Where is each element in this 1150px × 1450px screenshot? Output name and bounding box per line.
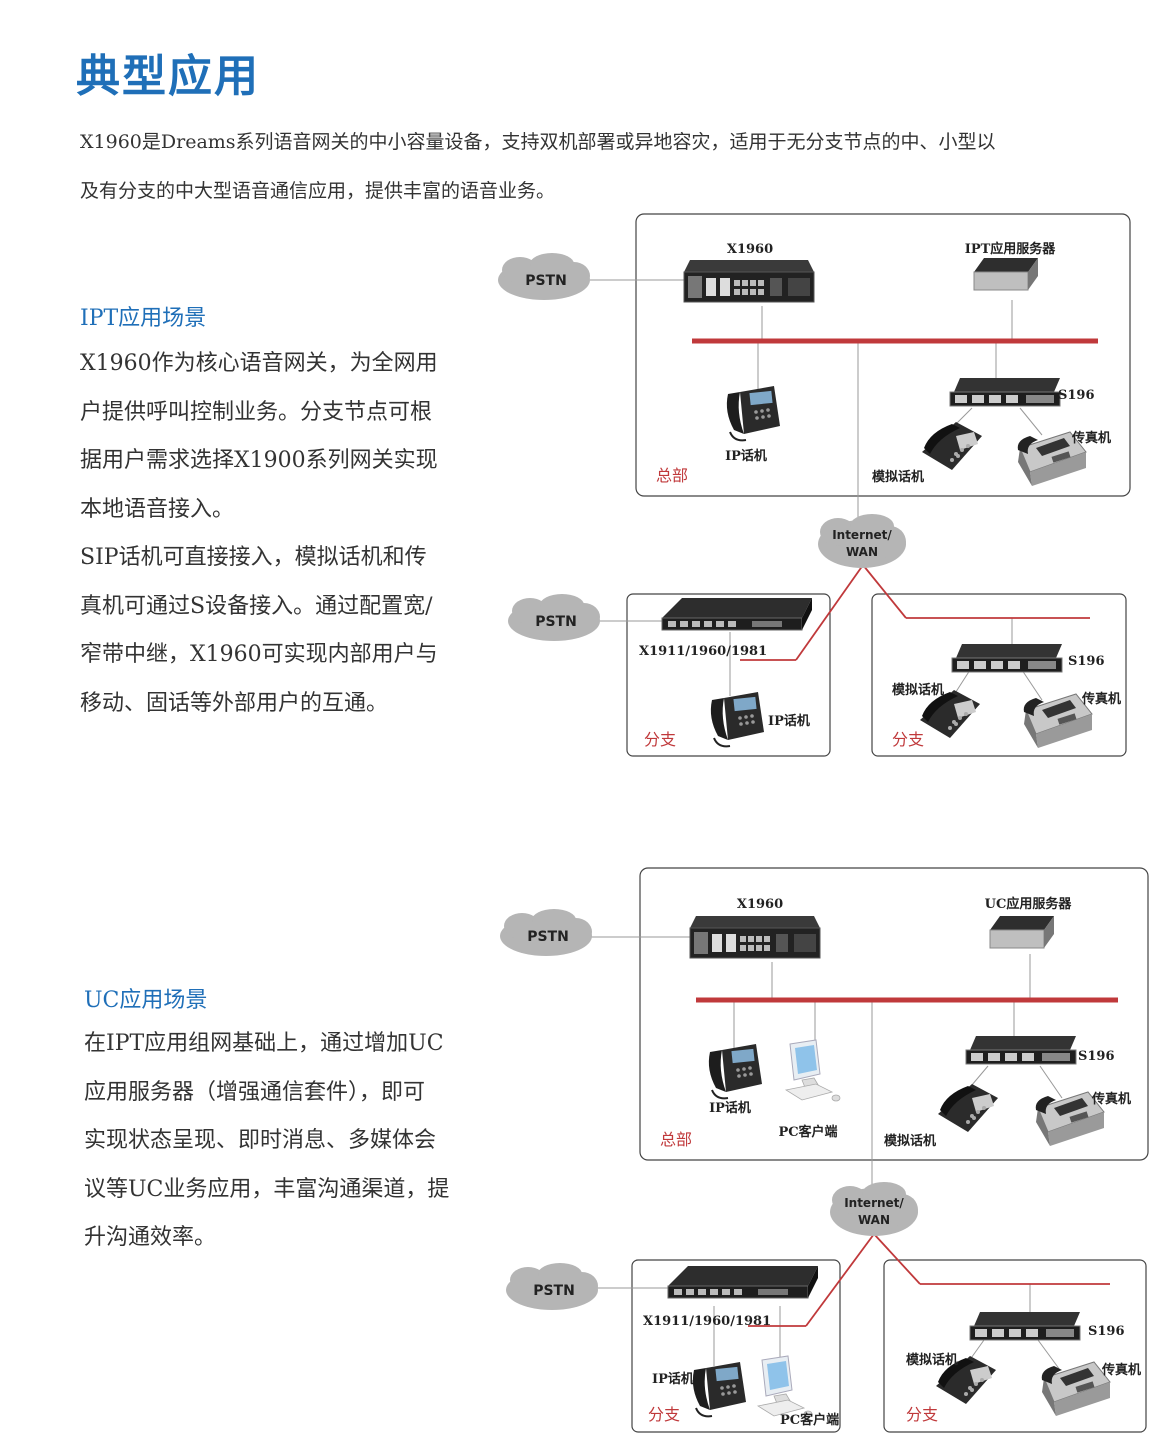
branch-gateway-label: X1911/1960/1981 xyxy=(639,644,767,659)
wan-link-branch2 xyxy=(862,564,907,619)
pc-client-label: PC客户端 xyxy=(780,1412,839,1428)
link xyxy=(1019,407,1043,436)
s196-device xyxy=(965,1035,1077,1065)
pstn-cloud: PSTN xyxy=(500,909,592,956)
wan-label: Internet/ xyxy=(832,528,892,542)
wan-link-branch1 xyxy=(805,1233,875,1327)
branch-label: 分支 xyxy=(648,1405,680,1424)
uc-line: 在IPT应用组网基础上，通过增加UC xyxy=(84,1031,444,1056)
intro-paragraph: X1960是Dreams系列语音网关的中小容量设备，支持双机部署或异地容灾，适用… xyxy=(80,118,1120,216)
ipt-section-body: X1960作为核心语音网关，为全网用 户提供呼叫控制业务。分支节点可根 据用户需… xyxy=(80,340,480,728)
page-title: 典型应用 xyxy=(76,51,260,102)
fax-label: 传真机 xyxy=(1081,691,1121,707)
ipt-line: 本地语音接入。 xyxy=(80,496,235,522)
s196-device xyxy=(951,643,1063,673)
ipt-network-diagram: PSTN PSTN Internet/ WAN X1960 IPT应用服务器 I… xyxy=(498,213,1131,757)
pstn-label: PSTN xyxy=(533,1283,575,1299)
ipt-line: 真机可通过S设备接入。通过配置宽/ xyxy=(80,593,433,619)
branch1-box xyxy=(626,593,831,757)
hq-label: 总部 xyxy=(656,466,688,485)
s196-label: S196 xyxy=(1088,1324,1125,1339)
pstn-cloud: PSTN xyxy=(506,1263,598,1310)
ipt-line: 移动、固话等外部用户的互通。 xyxy=(80,690,389,716)
intro-line: X1960是Dreams系列语音网关的中小容量设备，支持双机部署或异地容灾，适用… xyxy=(80,131,996,153)
uc-line: 实现状态呈现、即时消息、多媒体会 xyxy=(84,1128,437,1153)
intro-line: 及有分支的中大型语音通信应用，提供丰富的语音业务。 xyxy=(80,180,556,202)
wan-cloud: Internet/ WAN xyxy=(818,514,906,568)
ipt-line: 窄带中继，X1960可实现内部用户与 xyxy=(80,642,438,667)
pstn-label: PSTN xyxy=(527,929,569,945)
ip-phone-label: IP话机 xyxy=(725,448,767,464)
wan-label: WAN xyxy=(858,1213,890,1227)
s196-label: S196 xyxy=(1068,654,1105,669)
server-icon xyxy=(989,915,1055,949)
analog-phone-label: 模拟话机 xyxy=(872,469,924,485)
ip-phone-label: IP话机 xyxy=(652,1371,694,1387)
x1960-gateway xyxy=(683,259,815,303)
analog-phone-label: 模拟话机 xyxy=(906,1352,958,1368)
branch-label: 分支 xyxy=(892,730,924,749)
gateway-label: X1960 xyxy=(737,897,783,912)
wan-label: Internet/ xyxy=(844,1196,904,1210)
ip-phone-label: IP话机 xyxy=(709,1100,751,1116)
link xyxy=(1021,669,1043,701)
ipt-section-title: IPT应用场景 xyxy=(80,306,207,331)
branch-label: 分支 xyxy=(906,1405,938,1424)
s196-device xyxy=(949,377,1061,407)
wan-cloud: Internet/ WAN xyxy=(830,1182,918,1236)
branch-label: 分支 xyxy=(644,730,676,749)
uc-line: 应用服务器（增强通信套件），即可 xyxy=(84,1079,426,1105)
branch-gateway-label: X1911/1960/1981 xyxy=(643,1314,771,1329)
fax-label: 传真机 xyxy=(1101,1362,1141,1378)
branch-gateway xyxy=(667,1265,819,1299)
hq-label: 总部 xyxy=(660,1130,692,1149)
analog-phone-label: 模拟话机 xyxy=(892,682,944,698)
pstn-cloud: PSTN xyxy=(498,253,590,300)
link xyxy=(1037,1339,1061,1371)
gateway-label: X1960 xyxy=(727,242,773,257)
fax-label: 传真机 xyxy=(1071,430,1111,446)
ip-phone-label: IP话机 xyxy=(768,713,810,729)
wan-label: WAN xyxy=(846,545,878,559)
uc-line: 议等UC业务应用，丰富沟通渠道，提 xyxy=(84,1176,450,1202)
link xyxy=(1039,1065,1063,1099)
ipt-line: 据用户需求选择X1900系列网关实现 xyxy=(80,448,438,473)
wan-link-branch2 xyxy=(873,1233,921,1285)
s196-device xyxy=(969,1311,1081,1341)
pstn-cloud: PSTN xyxy=(508,594,600,641)
pstn-label: PSTN xyxy=(525,273,567,289)
ipt-line: SIP话机可直接接入，模拟话机和传 xyxy=(80,545,427,570)
analog-phone-label: 模拟话机 xyxy=(884,1133,936,1149)
uc-network-diagram: PSTN PSTN Internet/ WAN X1960 UC应用服务器 IP… xyxy=(500,867,1149,1433)
fax-label: 传真机 xyxy=(1091,1091,1131,1107)
pstn-label: PSTN xyxy=(535,614,577,630)
uc-line: 升沟通效率。 xyxy=(84,1225,217,1250)
x1960-gateway xyxy=(689,915,821,959)
wan-link-branch1 xyxy=(795,564,864,661)
s196-label: S196 xyxy=(1078,1049,1115,1064)
s196-label: S196 xyxy=(1058,388,1095,403)
server-label: UC应用服务器 xyxy=(985,896,1073,912)
branch-gateway xyxy=(661,597,813,631)
server-label: IPT应用服务器 xyxy=(965,241,1057,257)
pc-client-label: PC客户端 xyxy=(778,1124,837,1140)
ipt-line: X1960作为核心语音网关，为全网用 xyxy=(80,351,438,376)
server-icon xyxy=(973,257,1039,291)
uc-section-title: UC应用场景 xyxy=(84,988,208,1013)
ipt-line: 户提供呼叫控制业务。分支节点可根 xyxy=(80,399,433,425)
uc-section-body: 在IPT应用组网基础上，通过增加UC 应用服务器（增强通信套件），即可 实现状态… xyxy=(84,1020,484,1263)
